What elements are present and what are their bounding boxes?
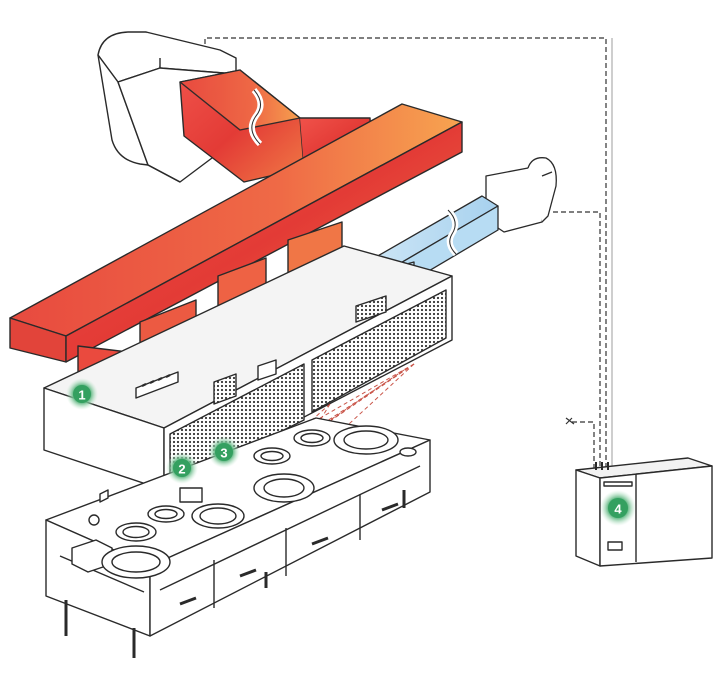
exhaust-hood <box>43 245 453 491</box>
marker-3-label: 3 <box>220 446 227 461</box>
marker-2: 2 <box>166 452 198 484</box>
wok-burners <box>101 425 417 579</box>
marker-1: 1 <box>66 378 98 410</box>
wire-terminal-icon <box>565 417 575 425</box>
supply-fan <box>485 157 557 233</box>
marker-2-label: 2 <box>178 462 185 477</box>
marker-4: 4 <box>600 490 636 526</box>
marker-1-label: 1 <box>78 388 85 403</box>
control-cabinet <box>575 457 713 567</box>
marker-4-label: 4 <box>614 502 622 517</box>
marker-3: 3 <box>208 436 240 468</box>
exhaust-duct-main <box>9 103 463 379</box>
